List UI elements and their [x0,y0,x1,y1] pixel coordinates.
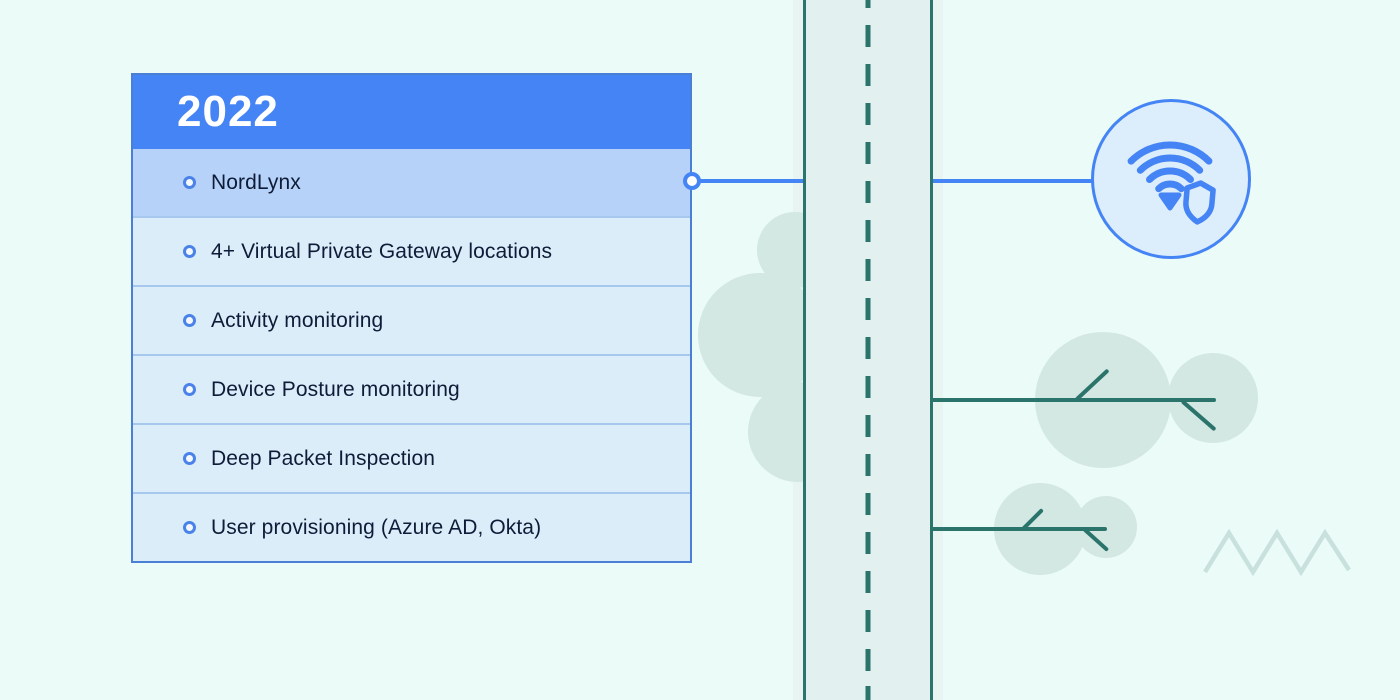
tree-trunk [931,398,1216,402]
wifi-shield-icon [1127,141,1216,225]
feature-label: Device Posture monitoring [211,377,460,401]
bullet-icon [183,176,196,189]
feature-row-gateway-locations: 4+ Virtual Private Gateway locations [133,216,690,285]
feature-row-user-provisioning: User provisioning (Azure AD, Okta) [133,492,690,561]
feature-row-nordlynx: NordLynx [133,149,690,216]
connector-node [683,172,701,190]
feature-label: User provisioning (Azure AD, Okta) [211,515,542,539]
wifi-dot-icon [1158,192,1182,211]
road-center-dashed-line [865,0,871,700]
bullet-icon [183,314,196,327]
feature-label: Activity monitoring [211,308,384,332]
wifi-icon [1127,141,1213,193]
road [803,0,933,700]
bush-blob [698,273,822,397]
year-title: 2022 [177,87,279,136]
bullet-icon [183,521,196,534]
feature-row-activity-monitoring: Activity monitoring [133,285,690,354]
zigzag-icon [1203,528,1351,577]
feature-row-device-posture: Device Posture monitoring [133,354,690,423]
feature-card: 2022 NordLynx 4+ Virtual Private Gateway… [131,73,692,563]
bullet-icon [183,383,196,396]
shield-icon [1183,180,1216,225]
wifi-shield-badge [1091,99,1251,259]
tree-trunk [931,527,1107,531]
card-year-header: 2022 [133,75,690,149]
bullet-icon [183,245,196,258]
feature-label: Deep Packet Inspection [211,446,436,470]
feature-label: NordLynx [211,170,301,194]
feature-list: NordLynx 4+ Virtual Private Gateway loca… [133,149,690,561]
feature-label: 4+ Virtual Private Gateway locations [211,239,553,263]
feature-row-deep-packet-inspection: Deep Packet Inspection [133,423,690,492]
bullet-icon [183,452,196,465]
